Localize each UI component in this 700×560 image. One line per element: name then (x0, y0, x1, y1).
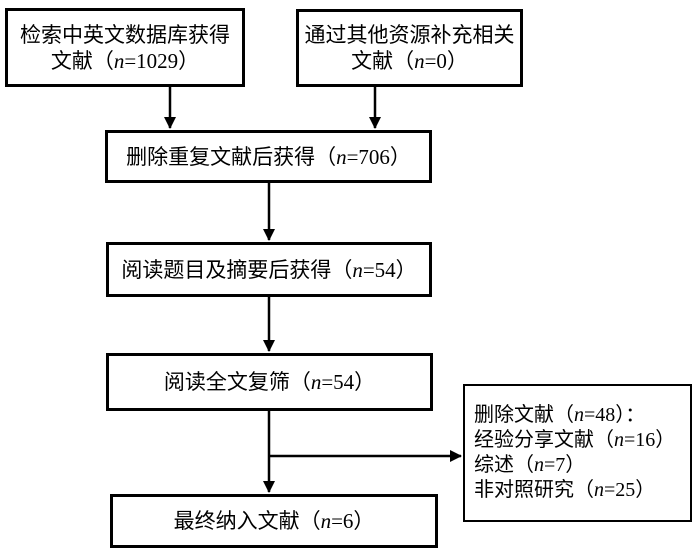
box-after-title-abstract: 阅读题目及摘要后获得（n=54） (106, 242, 432, 297)
box-other-sources-line2: 文献（n=0） (351, 49, 468, 73)
box-database-search: 检索中英文数据库获得 文献（n=1029） (5, 8, 245, 87)
box-excluded-reasons: 删除文献（n=48）： 经验分享文献（n=16） 综述（n=7） 非对照研究（n… (463, 384, 692, 522)
excluded-line-noncontrolled: 非对照研究（n=25） (474, 479, 656, 501)
box-database-search-line1: 检索中英文数据库获得 (20, 22, 230, 47)
box-fulltext-rescreen: 阅读全文复筛（n=54） (106, 353, 433, 411)
box-fulltext-rescreen-label: 阅读全文复筛（n=54） (163, 370, 376, 394)
excluded-line-experience: 经验分享文献（n=16） (474, 429, 676, 451)
box-final-included-label: 最终纳入文献（n=6） (173, 509, 375, 533)
excluded-line-review: 综述（n=7） (474, 454, 586, 476)
box-final-included: 最终纳入文献（n=6） (110, 494, 438, 548)
box-other-sources-line1: 通过其他资源补充相关 (304, 23, 515, 47)
box-database-search-line2: 文献（n=1029） (50, 48, 200, 73)
box-after-dedup: 删除重复文献后获得（n=706） (105, 130, 432, 183)
excluded-line-total: 删除文献（n=48）： (474, 404, 646, 426)
box-after-dedup-label: 删除重复文献后获得（n=706） (126, 144, 411, 169)
box-other-sources: 通过其他资源补充相关 文献（n=0） (296, 9, 523, 87)
box-after-title-abstract-label: 阅读题目及摘要后获得（n=54） (121, 257, 417, 282)
